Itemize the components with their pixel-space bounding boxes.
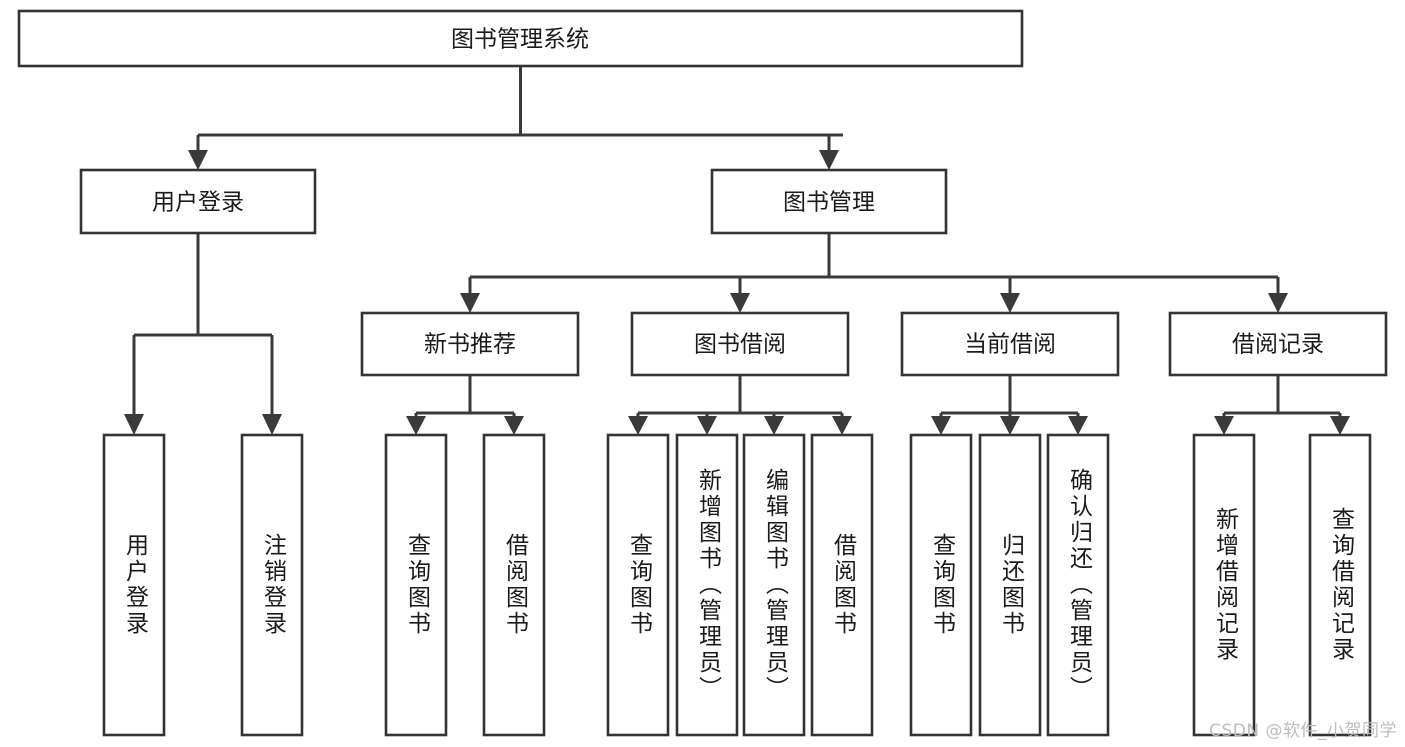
arrowhead-leaf-query-book-3	[931, 416, 951, 435]
node-leaf-user-login-box[interactable]	[102, 433, 166, 737]
arrowhead-book-manage	[819, 150, 839, 170]
node-leaf-borrow-book-2[interactable]: 借阅图书	[810, 433, 874, 737]
node-leaf-confirm-return-box[interactable]	[1046, 433, 1110, 737]
node-borrow-record-box[interactable]	[1168, 311, 1388, 377]
node-book-borrow[interactable]: 图书借阅	[630, 311, 850, 377]
node-current-borrow-label: 当前借阅	[964, 332, 1056, 358]
node-leaf-add-book-label: 新增图书（管理员）	[695, 468, 723, 702]
node-leaf-user-logout-box[interactable]	[240, 433, 304, 737]
node-leaf-add-book-box[interactable]	[675, 433, 739, 737]
node-leaf-return-book-label: 归还图书	[998, 533, 1026, 637]
node-leaf-query-book-2-box[interactable]	[606, 433, 670, 737]
csdn-watermark: CSDN @软件_小贺同学	[1209, 721, 1397, 741]
arrowhead-leaf-return-book	[1000, 416, 1020, 435]
node-leaf-query-book-3[interactable]: 查询图书	[909, 433, 973, 737]
arrowhead-user-login	[188, 150, 208, 170]
node-leaf-borrow-book-1-box[interactable]	[482, 433, 546, 737]
node-leaf-borrow-book-1-label: 借阅图书	[502, 533, 530, 637]
node-leaf-user-logout[interactable]: 注销登录	[240, 433, 304, 737]
node-leaf-query-book-2[interactable]: 查询图书	[606, 433, 670, 737]
node-leaf-query-book-1[interactable]: 查询图书	[384, 433, 448, 737]
node-current-borrow-box[interactable]	[900, 311, 1120, 377]
node-leaf-confirm-return-label: 确认归还（管理员）	[1066, 468, 1094, 702]
node-user-login-label: 用户登录	[152, 190, 244, 216]
arrowhead-leaf-add-record	[1214, 416, 1234, 435]
node-book-manage[interactable]: 图书管理	[710, 168, 948, 235]
node-leaf-user-login[interactable]: 用户登录	[102, 433, 166, 737]
node-leaf-add-book[interactable]: 新增图书（管理员）	[675, 433, 739, 737]
node-leaf-borrow-book-1[interactable]: 借阅图书	[482, 433, 546, 737]
node-new-book-rec[interactable]: 新书推荐	[360, 311, 580, 377]
node-current-borrow[interactable]: 当前借阅	[900, 311, 1120, 377]
node-leaf-query-book-2-label: 查询图书	[626, 533, 654, 637]
node-leaf-edit-book-label: 编辑图书（管理员）	[762, 468, 790, 702]
node-user-login[interactable]: 用户登录	[79, 168, 317, 235]
node-book-borrow-box[interactable]	[630, 311, 850, 377]
node-leaf-user-login-label: 用户登录	[122, 533, 150, 637]
node-leaf-borrow-book-2-box[interactable]	[810, 433, 874, 737]
arrowhead-leaf-user-login	[124, 414, 144, 435]
node-new-book-rec-box[interactable]	[360, 311, 580, 377]
node-leaf-edit-book[interactable]: 编辑图书（管理员）	[742, 433, 806, 737]
arrowhead-borrow-record	[1268, 293, 1288, 313]
node-book-manage-box[interactable]	[710, 168, 948, 235]
arrowhead-leaf-borrow-book-2	[832, 416, 852, 435]
node-leaf-query-record-box[interactable]	[1308, 433, 1372, 737]
node-leaf-return-book-box[interactable]	[978, 433, 1042, 737]
arrowhead-leaf-user-logout	[262, 414, 282, 435]
node-leaf-add-record[interactable]: 新增借阅记录	[1192, 433, 1256, 737]
node-leaf-query-book-3-box[interactable]	[909, 433, 973, 737]
node-user-login-box[interactable]	[79, 168, 317, 235]
arrowhead-new-book-rec	[460, 293, 480, 313]
node-leaf-borrow-book-2-label: 借阅图书	[830, 533, 858, 637]
node-root-label: 图书管理系统	[451, 27, 589, 53]
arrowhead-leaf-confirm-return	[1068, 416, 1088, 435]
node-leaf-confirm-return[interactable]: 确认归还（管理员）	[1046, 433, 1110, 737]
node-book-manage-label: 图书管理	[783, 190, 875, 216]
node-borrow-record[interactable]: 借阅记录	[1168, 311, 1388, 377]
node-root-box[interactable]	[17, 9, 1024, 68]
node-leaf-query-book-1-box[interactable]	[384, 433, 448, 737]
node-book-borrow-label: 图书借阅	[694, 332, 786, 358]
node-leaf-query-book-3-label: 查询图书	[929, 533, 957, 637]
arrowhead-leaf-query-record	[1330, 416, 1350, 435]
arrowhead-current-borrow	[1000, 293, 1020, 313]
node-root[interactable]: 图书管理系统	[17, 9, 1024, 68]
node-leaf-query-record[interactable]: 查询借阅记录	[1308, 433, 1372, 737]
node-new-book-rec-label: 新书推荐	[424, 332, 516, 358]
node-borrow-record-label: 借阅记录	[1232, 332, 1324, 358]
node-leaf-user-logout-label: 注销登录	[260, 533, 288, 637]
connector-layer	[124, 66, 1350, 435]
arrowhead-book-borrow	[730, 293, 750, 313]
node-leaf-add-record-box[interactable]	[1192, 433, 1256, 737]
arrowhead-leaf-query-book-1	[406, 416, 426, 435]
arrowhead-leaf-borrow-book-1	[504, 416, 524, 435]
node-leaf-return-book[interactable]: 归还图书	[978, 433, 1042, 737]
arrowhead-leaf-edit-book	[764, 416, 784, 435]
node-leaf-add-record-label: 新增借阅记录	[1212, 507, 1240, 663]
node-leaf-query-book-1-label: 查询图书	[404, 533, 432, 637]
arrowhead-leaf-add-book	[697, 416, 717, 435]
node-leaf-query-record-label: 查询借阅记录	[1328, 507, 1356, 663]
node-leaf-edit-book-box[interactable]	[742, 433, 806, 737]
arrowhead-leaf-query-book-2	[628, 416, 648, 435]
